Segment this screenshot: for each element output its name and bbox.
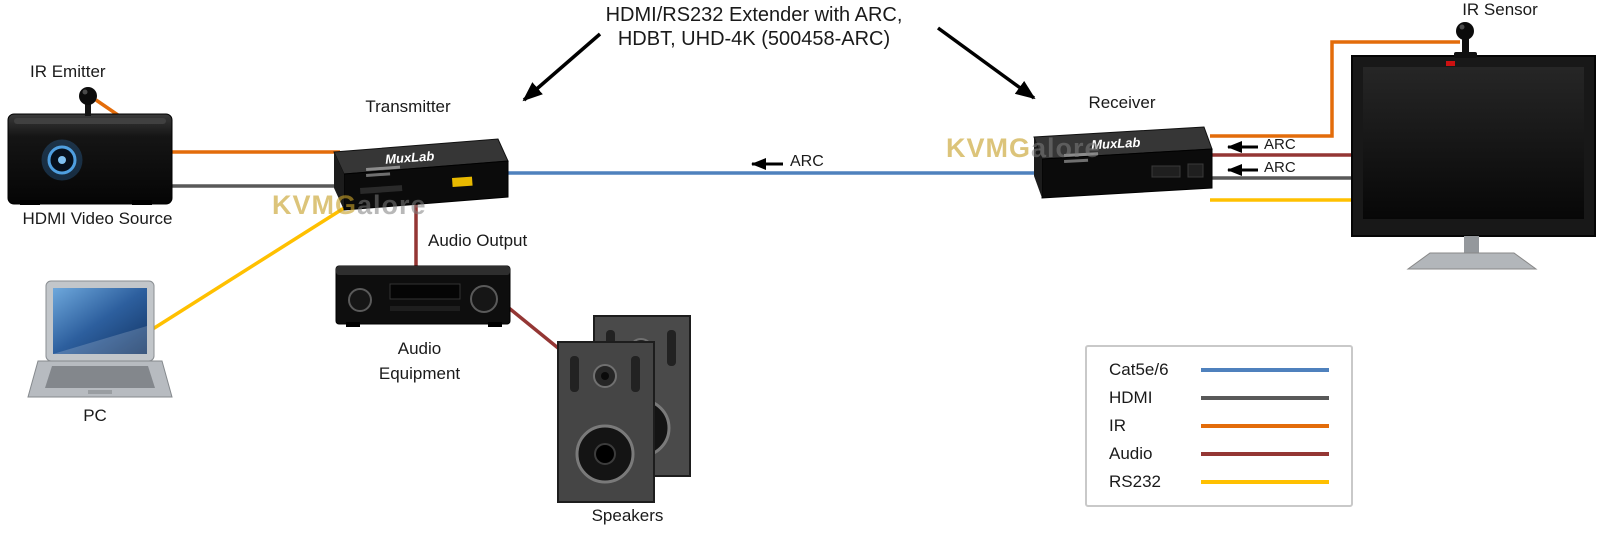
transmitter-brand-text: MuxLab (385, 148, 435, 166)
diagram-title-line2: HDBT, UHD-4K (500458-ARC) (617, 28, 891, 50)
legend-row-audio: Audio (1087, 440, 1351, 468)
receiver-port-hdmi (1151, 165, 1181, 178)
hdmi-video-source-label: HDMI Video Source (22, 209, 173, 228)
tv-screen (1363, 67, 1584, 219)
receiver-print-line1 (1064, 152, 1099, 157)
speaker-front (557, 341, 655, 503)
receiver-device: MuxLab (1033, 126, 1213, 199)
amp-foot-left (346, 322, 360, 327)
receiver-side-face (1034, 137, 1042, 198)
transmitter-side-face (334, 152, 344, 210)
legend-label-audio: Audio (1109, 444, 1153, 463)
legend-row-ir: IR (1087, 412, 1351, 440)
legend-label-cat5e6: Cat5e/6 (1109, 360, 1169, 379)
receiver-port-rj45 (1187, 163, 1204, 178)
ir-sensor-label: IR Sensor (1462, 0, 1538, 19)
emitter-stem (85, 102, 91, 116)
legend-row-hdmi: HDMI (1087, 384, 1351, 412)
laptop-screen-glare (53, 326, 147, 354)
ir-emitter-label: IR Emitter (30, 62, 106, 81)
transmitter-device: MuxLab (333, 138, 509, 211)
speaker-front-slot-right (631, 356, 640, 392)
tv-device (1351, 55, 1596, 270)
tv-stand-base (1406, 252, 1538, 270)
speakers-device (557, 315, 691, 503)
amp-top-strip (336, 266, 510, 275)
pc-label: PC (83, 406, 107, 425)
power-led (58, 156, 66, 164)
title-arrow-to-receiver (936, 26, 1036, 100)
legend-line-audio (1201, 452, 1329, 456)
transmitter-print-line2 (366, 172, 391, 177)
laptop-touchpad (88, 390, 112, 394)
tv-led-indicator (1446, 61, 1455, 66)
sensor-stem (1462, 38, 1469, 54)
hdmi-video-source-device (7, 113, 173, 205)
title-arrow-to-transmitter (522, 32, 602, 102)
watermark-right-part1: KVMG (946, 133, 1031, 163)
ir-cable-receiver-to-sensor (1210, 40, 1460, 138)
diagram-title-line1: HDMI/RS232 Extender with ARC, (605, 4, 903, 26)
laptop-keyboard (45, 366, 155, 388)
audio-equipment-device (335, 265, 511, 327)
watermark-right: KVMGalore (946, 133, 1101, 164)
speaker-front-woofer-cap (594, 443, 616, 465)
legend-line-ir (1201, 424, 1329, 428)
amp-button-row (390, 306, 460, 311)
source-top-highlight (14, 118, 166, 124)
legend-row-cat5e6: Cat5e/6 (1087, 356, 1351, 384)
audio-output-label: Audio Output (428, 231, 528, 250)
power-glow-ring (41, 139, 83, 181)
sensor-highlight (1459, 24, 1465, 30)
arc-hdmi-label: ARC (1264, 159, 1296, 176)
ir-emitter-device (79, 87, 97, 116)
diagram-title: HDMI/RS232 Extender with ARC, HDBT, UHD-… (514, 3, 994, 51)
transmitter-label: Transmitter (365, 97, 451, 116)
transmitter-label-sticker (452, 176, 473, 187)
amp-foot-right (488, 322, 502, 327)
sensor-bulb (1456, 22, 1474, 40)
pc-device (27, 280, 173, 398)
amp-display (389, 283, 461, 300)
ir-sensor-device (1454, 22, 1477, 58)
receiver-label: Receiver (1088, 93, 1156, 112)
arc-audio-label: ARC (1264, 136, 1296, 153)
speaker-front-slot-left (570, 356, 579, 392)
source-chassis (7, 113, 173, 205)
watermark-left: KVMGalore (272, 190, 427, 221)
tv-stand-neck (1464, 236, 1479, 256)
emitter-bulb (79, 87, 97, 105)
amp-knob-left (348, 288, 372, 312)
laptop-screen (53, 288, 147, 354)
watermark-left-part1: KVMG (272, 190, 357, 220)
source-foot-right (132, 200, 152, 205)
legend-line-rs232 (1201, 480, 1329, 484)
legend-label-hdmi: HDMI (1109, 388, 1153, 407)
speakers-label: Speakers (591, 506, 664, 525)
legend-label-ir: IR (1109, 416, 1126, 435)
audio-equipment-label: Audio Equipment (378, 339, 461, 383)
legend-label-rs232: RS232 (1109, 472, 1161, 491)
source-foot-left (20, 200, 40, 205)
rs232-cable-pc-to-transmitter (147, 201, 353, 334)
legend: Cat5e/6 HDMI IR Audio RS232 (1085, 345, 1353, 507)
sensor-base (1454, 52, 1477, 58)
transmitter-print-line1 (366, 165, 401, 171)
legend-line-cat5e6 (1201, 368, 1329, 372)
legend-row-rs232: RS232 (1087, 468, 1351, 496)
speaker-front-tweeter-dome (601, 372, 609, 380)
emitter-highlight (82, 89, 88, 95)
watermark-left-part2: alore (357, 190, 427, 220)
watermark-right-part2: alore (1031, 133, 1101, 163)
legend-line-hdmi (1201, 396, 1329, 400)
speaker-back-slot-right (667, 330, 676, 366)
receiver-brand-text: MuxLab (1091, 135, 1141, 153)
transmitter-port-strip (360, 185, 403, 194)
amp-knob-right (470, 285, 498, 313)
receiver-print-line2 (1064, 158, 1089, 163)
arc-mid-label: ARC (790, 153, 824, 170)
